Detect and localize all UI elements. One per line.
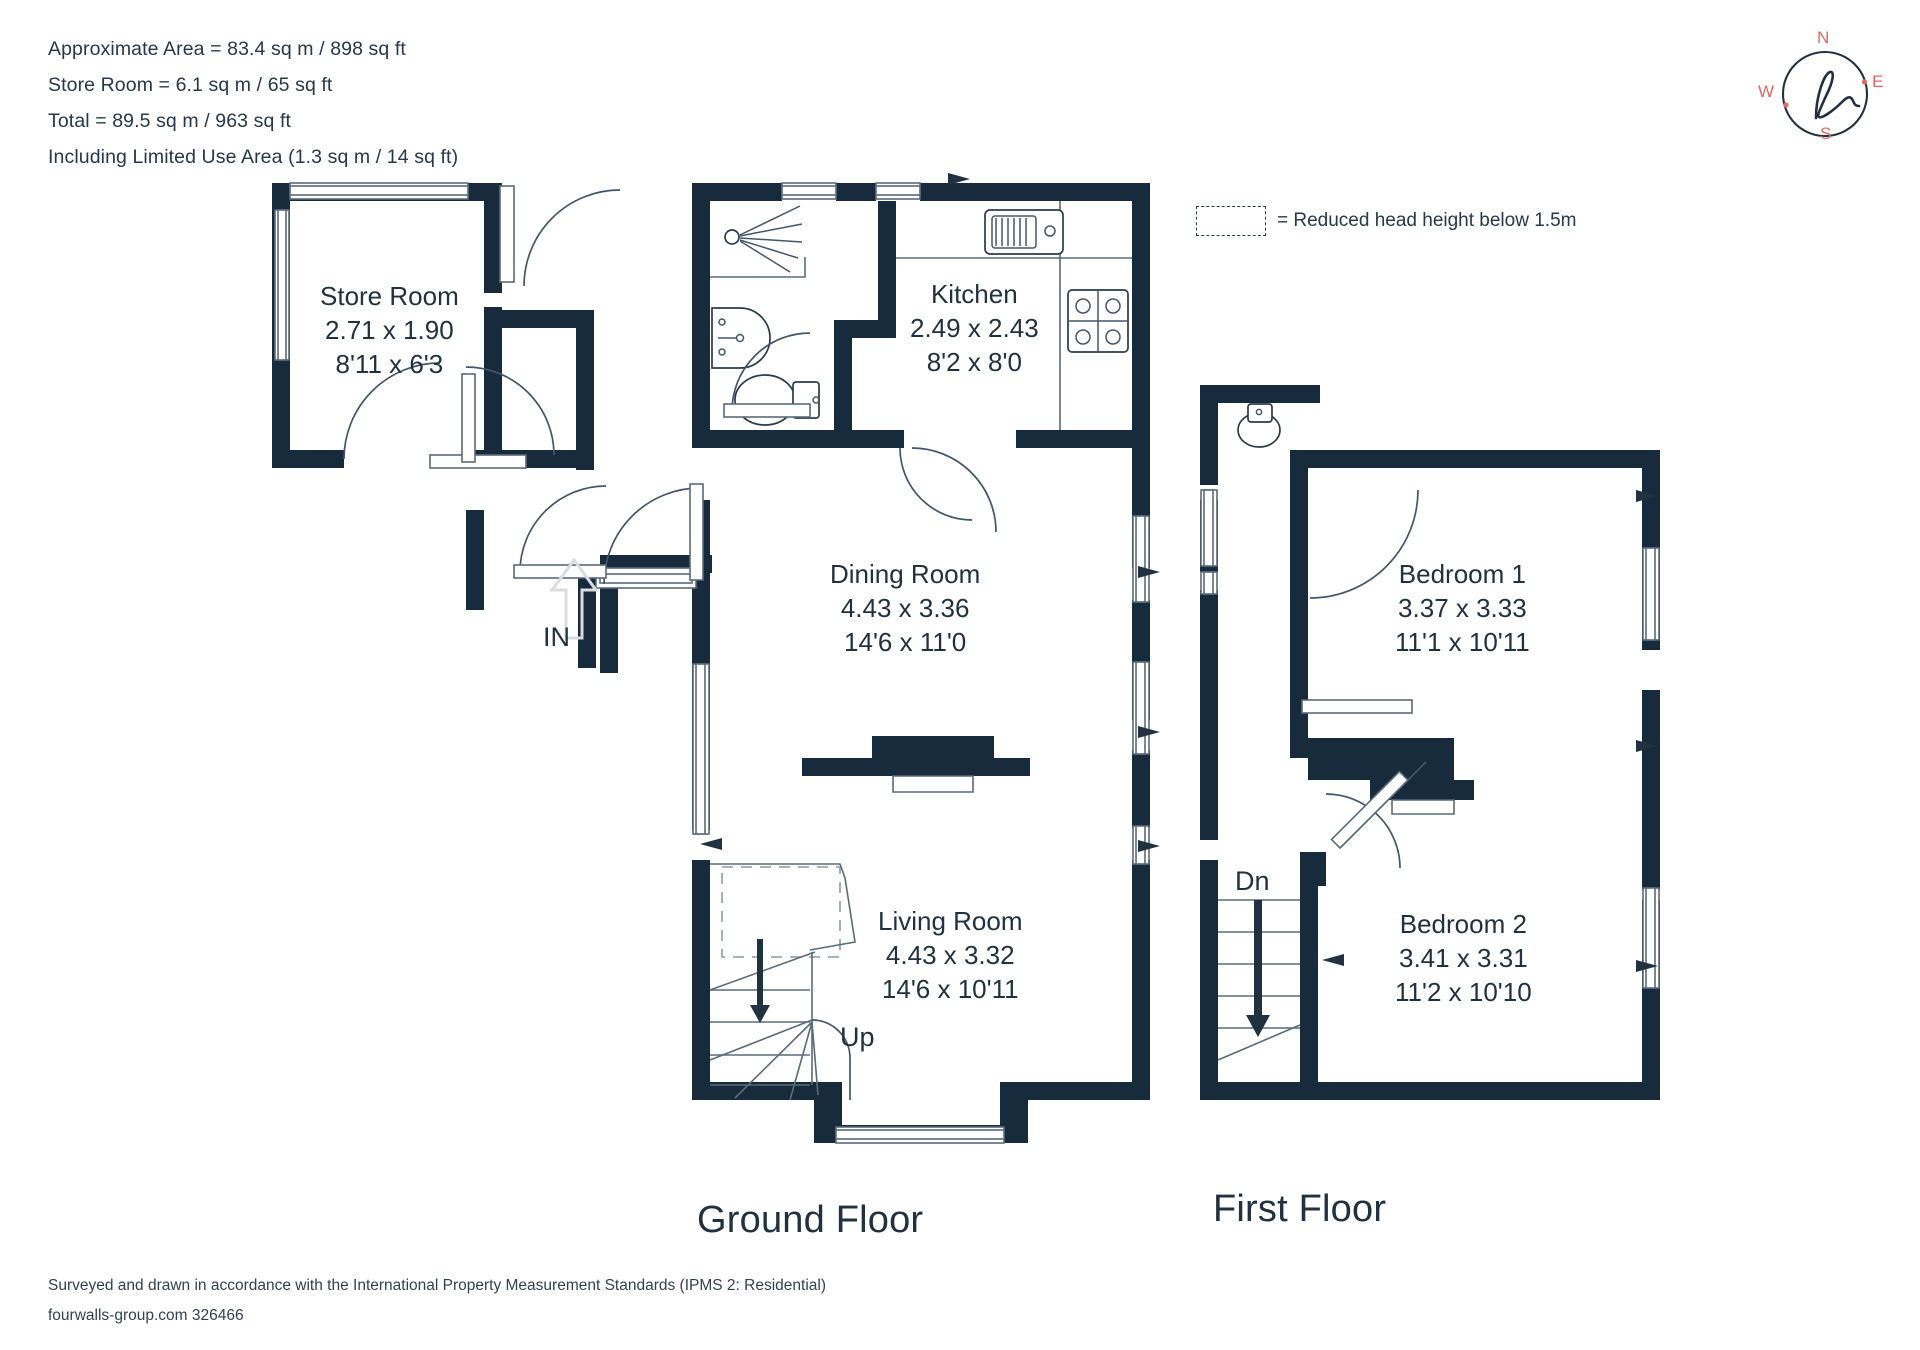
room-metric-dimensions: 3.37 x 3.33 bbox=[1398, 592, 1527, 623]
room-metric-dimensions: 2.71 x 1.90 bbox=[325, 314, 454, 345]
compass-icon bbox=[1781, 50, 1869, 138]
room-imperial-dimensions: 11'1 x 10'11 bbox=[1395, 626, 1530, 657]
room-metric-dimensions: 4.43 x 3.32 bbox=[885, 939, 1015, 970]
compass-label-west: W bbox=[1758, 82, 1775, 101]
area-note-limited-use: Including Limited Use Area (1.3 sq m / 1… bbox=[48, 146, 459, 168]
room-label-living-room: Living Room 4.43 x 3.32 14'6 x 10'11 bbox=[878, 905, 1023, 1006]
room-metric-dimensions: 4.43 x 3.36 bbox=[840, 592, 970, 623]
compass-label-east: E bbox=[1872, 72, 1884, 91]
stairs-up-label: Up bbox=[840, 1022, 875, 1052]
room-metric-dimensions: 3.41 x 3.31 bbox=[1399, 942, 1528, 973]
room-imperial-dimensions: 14'6 x 10'11 bbox=[881, 973, 1019, 1004]
footer-standards: Surveyed and drawn in accordance with th… bbox=[48, 1277, 826, 1294]
compass-rose: N E S W bbox=[1758, 28, 1890, 160]
legend: = Reduced head height below 1.5m bbox=[1196, 206, 1576, 236]
first-stairs bbox=[1217, 899, 1301, 1061]
room-label-store-room: Store Room 2.71 x 1.90 8'11 x 6'3 bbox=[320, 280, 459, 381]
room-metric-dimensions: 2.49 x 2.43 bbox=[910, 312, 1039, 343]
entrance-label: IN bbox=[543, 622, 570, 652]
area-summary: Approximate Area = 83.4 sq m / 898 sq ft… bbox=[48, 38, 458, 169]
footer-reference: fourwalls-group.com 326466 bbox=[48, 1307, 244, 1324]
room-name: Dining Room bbox=[830, 559, 981, 589]
room-name: Bedroom 1 bbox=[1398, 559, 1526, 589]
dashed-rectangle-icon bbox=[1196, 206, 1266, 236]
room-label-bedroom-2: Bedroom 2 3.41 x 3.31 11'2 x 10'10 bbox=[1395, 908, 1532, 1009]
legend-label: = Reduced head height below 1.5m bbox=[1277, 210, 1577, 231]
area-note-store-room: Store Room = 6.1 sq m / 65 sq ft bbox=[48, 74, 333, 96]
room-imperial-dimensions: 8'11 x 6'3 bbox=[335, 348, 444, 379]
room-label-bedroom-1: Bedroom 1 3.37 x 3.33 11'1 x 10'11 bbox=[1395, 558, 1530, 659]
room-imperial-dimensions: 8'2 x 8'0 bbox=[926, 346, 1022, 377]
footer: Surveyed and drawn in accordance with th… bbox=[48, 1277, 826, 1325]
stairs-down-label: Dn bbox=[1235, 866, 1270, 896]
room-label-dining-room: Dining Room 4.43 x 3.36 14'6 x 11'0 bbox=[830, 558, 980, 659]
room-name: Kitchen bbox=[930, 279, 1018, 309]
room-name: Living Room bbox=[878, 906, 1023, 936]
ground-stairs bbox=[709, 863, 856, 1101]
room-imperial-dimensions: 14'6 x 11'0 bbox=[844, 626, 967, 657]
area-note-approximate: Approximate Area = 83.4 sq m / 898 sq ft bbox=[48, 38, 406, 60]
room-imperial-dimensions: 11'2 x 10'10 bbox=[1395, 976, 1532, 1007]
compass-label-north: N bbox=[1817, 28, 1830, 47]
room-name: Store Room bbox=[320, 281, 459, 311]
compass-label-south: S bbox=[1820, 124, 1832, 143]
room-name: Bedroom 2 bbox=[1399, 909, 1527, 939]
room-label-kitchen: Kitchen 2.49 x 2.43 8'2 x 8'0 bbox=[910, 278, 1039, 379]
first-floor-title: First Floor bbox=[1213, 1188, 1387, 1230]
ground-floor-title: Ground Floor bbox=[697, 1199, 924, 1241]
area-note-total: Total = 89.5 sq m / 963 sq ft bbox=[48, 110, 291, 132]
